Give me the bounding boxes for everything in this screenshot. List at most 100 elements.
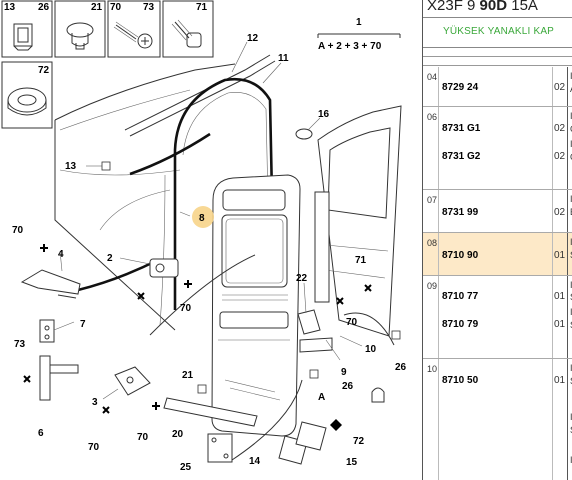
parts-row[interactable]: 09 8710 77 01 8710 79 01 I S I S bbox=[423, 276, 572, 359]
callout: 22 bbox=[296, 273, 308, 284]
part-reference[interactable]: 8710 79 bbox=[442, 319, 479, 330]
row-code: 06 bbox=[427, 112, 438, 122]
parts-diagram: .l { fill: none; stroke: #333; stroke-wi… bbox=[1, 0, 407, 473]
parts-row[interactable]: 10 8710 50 01 I S I S I bbox=[423, 359, 572, 480]
callout: 70 bbox=[110, 2, 122, 13]
truncated-text: S bbox=[570, 376, 572, 386]
truncated-text: E bbox=[570, 207, 572, 217]
callout: 26 bbox=[38, 2, 50, 13]
parts-row[interactable]: 07 8731 99 02 I E bbox=[423, 190, 572, 233]
truncated-text: C bbox=[570, 124, 572, 134]
header-suffix: 15A bbox=[507, 0, 538, 14]
kit-formula bbox=[317, 33, 401, 38]
callout: 9 bbox=[341, 367, 347, 378]
callout: 72 bbox=[38, 65, 50, 76]
fastener-boxes bbox=[1, 0, 214, 129]
callout: 21 bbox=[91, 2, 103, 13]
truncated-text: I bbox=[570, 194, 572, 204]
part-reference[interactable]: 8731 99 bbox=[442, 207, 479, 218]
parts-list-panel: X23F 9 90D 15A YÜKSEK YANAKLI KAP 04 872… bbox=[422, 0, 572, 480]
rear-door-left bbox=[211, 174, 301, 437]
part-quantity: 02 bbox=[554, 151, 566, 162]
part-quantity: 02 bbox=[554, 82, 566, 93]
truncated-text: I bbox=[570, 111, 572, 121]
part-quantity: 02 bbox=[554, 207, 566, 218]
truncated-text: I bbox=[570, 412, 572, 422]
parts-row[interactable]: 04 8729 24 02 I A bbox=[423, 67, 572, 107]
part-reference[interactable]: 8729 24 bbox=[442, 82, 479, 93]
callout: 13 bbox=[4, 2, 16, 13]
callout: 73 bbox=[14, 339, 26, 350]
callout: 14 bbox=[249, 456, 261, 467]
callout: 70 bbox=[180, 303, 192, 314]
truncated-text: S bbox=[570, 425, 572, 435]
truncated-text: I bbox=[570, 71, 572, 81]
parts-row-selected[interactable]: 08 8710 90 01 I S bbox=[423, 233, 572, 276]
callout: 21 bbox=[182, 370, 194, 381]
header-band bbox=[423, 49, 572, 57]
truncated-text: A bbox=[570, 84, 572, 94]
row-code: 08 bbox=[427, 238, 438, 248]
part-quantity: 01 bbox=[554, 250, 566, 261]
subtitle-bar: YÜKSEK YANAKLI KAP bbox=[423, 17, 572, 48]
callout: 15 bbox=[346, 457, 358, 468]
header-band bbox=[423, 58, 572, 66]
callout: 1 bbox=[356, 17, 362, 28]
callout: 6 bbox=[38, 428, 44, 439]
row-code: 10 bbox=[427, 364, 438, 374]
part-reference[interactable]: 8731 G1 bbox=[442, 123, 481, 134]
leader-lines bbox=[53, 41, 363, 400]
row-code: 07 bbox=[427, 195, 438, 205]
callout: 70 bbox=[346, 317, 358, 328]
truncated-text: S bbox=[570, 292, 572, 302]
callout: 71 bbox=[196, 2, 208, 13]
callout: A bbox=[318, 392, 325, 403]
part-reference[interactable]: 8710 90 bbox=[442, 250, 479, 261]
callout: 3 bbox=[92, 397, 98, 408]
truncated-text: I bbox=[570, 363, 572, 373]
callout: 7 bbox=[80, 319, 86, 330]
part-quantity: 01 bbox=[554, 319, 566, 330]
callout: 2 bbox=[107, 253, 113, 264]
callout: 20 bbox=[172, 429, 184, 440]
callout: 71 bbox=[355, 255, 367, 266]
part-quantity: 02 bbox=[554, 123, 566, 134]
truncated-text: S bbox=[570, 250, 572, 260]
truncated-text: S bbox=[570, 320, 572, 330]
kit-formula-text: A + 2 + 3 + 70 bbox=[318, 41, 382, 52]
truncated-text: I bbox=[570, 307, 572, 317]
callout: 25 bbox=[180, 462, 192, 473]
parts-diagram-svg: .l { fill: none; stroke: #333; stroke-wi… bbox=[1, 0, 407, 473]
part-quantity: 01 bbox=[554, 291, 566, 302]
header-prefix: X23F 9 bbox=[427, 0, 480, 14]
part-reference[interactable]: 8710 77 bbox=[442, 291, 479, 302]
callout: 70 bbox=[88, 442, 100, 453]
row-code: 09 bbox=[427, 281, 438, 291]
truncated-text: C bbox=[570, 152, 572, 162]
callout: 26 bbox=[342, 381, 354, 392]
subtitle-text: YÜKSEK YANAKLI KAP bbox=[443, 26, 555, 37]
callout: 73 bbox=[143, 2, 155, 13]
callout: 70 bbox=[12, 225, 24, 236]
van-body bbox=[54, 54, 277, 341]
model-header: X23F 9 90D 15A bbox=[427, 0, 538, 14]
markers bbox=[23, 161, 401, 431]
part-quantity: 01 bbox=[554, 375, 566, 386]
part-reference[interactable]: 8710 50 bbox=[442, 375, 479, 386]
callout: 26 bbox=[395, 362, 407, 373]
callout-8-highlight bbox=[192, 206, 214, 228]
callout-labels: 13 26 21 70 73 71 72 1 A + 2 + 3 + 70 12… bbox=[4, 2, 407, 473]
truncated-text: I bbox=[570, 237, 572, 247]
rear-door-right bbox=[314, 105, 402, 337]
callout: 16 bbox=[318, 109, 330, 120]
callout: 12 bbox=[247, 33, 259, 44]
parts-row[interactable]: 06 8731 G1 02 8731 G2 02 I C I C bbox=[423, 107, 572, 190]
part-reference[interactable]: 8731 G2 bbox=[442, 151, 481, 162]
row-code: 04 bbox=[427, 72, 438, 82]
truncated-text: I bbox=[570, 455, 572, 465]
callout: 11 bbox=[278, 53, 289, 64]
callout: 8 bbox=[199, 213, 205, 224]
header-bold: 90D bbox=[479, 0, 508, 14]
callout: 4 bbox=[58, 249, 64, 260]
callout: 10 bbox=[365, 344, 377, 355]
